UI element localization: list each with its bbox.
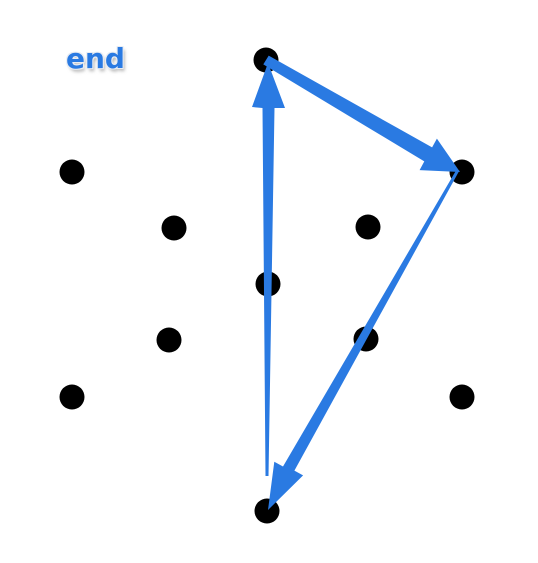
arrow-bottom-to-top [252,63,285,476]
dot-inner-lower-left [156,327,182,353]
dot-inner-upper-right [355,214,381,240]
dot-lower-right [449,384,475,410]
arrow-right-to-bottom [268,169,460,510]
end-label: end [66,42,125,75]
dot-upper-right [449,159,475,185]
dot-upper-left [59,159,85,185]
dot-lower-left [59,384,85,410]
arrow-group [252,55,460,510]
arrow-top-to-right [263,55,460,172]
dot-inner-upper-left [161,215,187,241]
